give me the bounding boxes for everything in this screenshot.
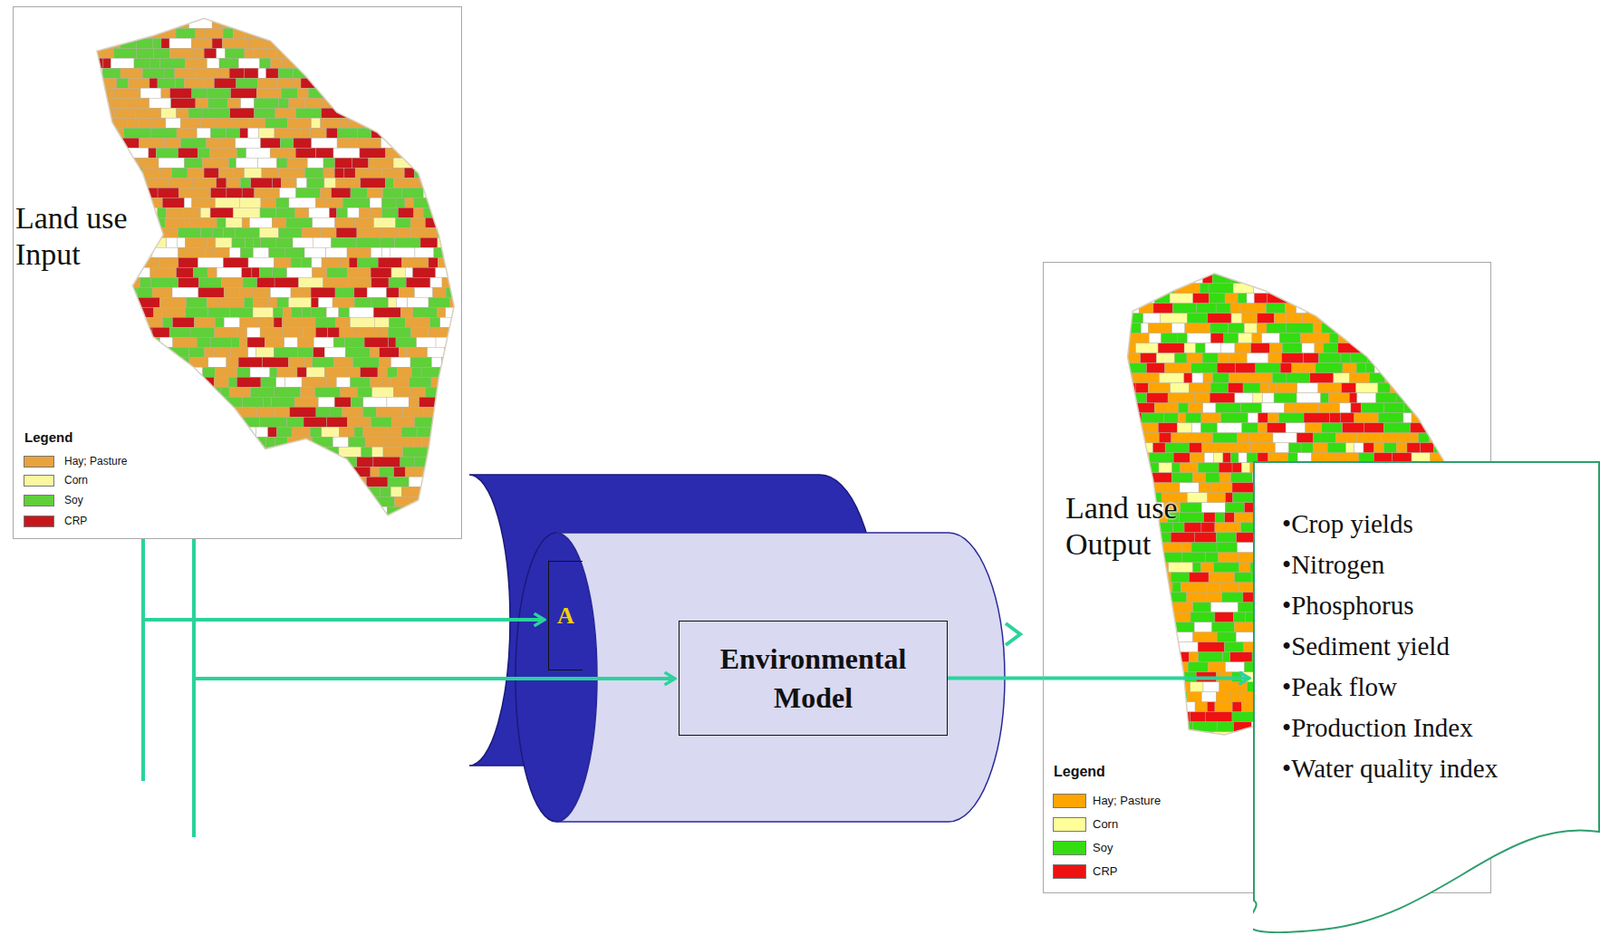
legend-text: Corn <box>1092 817 1119 831</box>
node-label: Land use Output <box>1065 490 1247 563</box>
legend-text: Soy <box>1092 840 1113 855</box>
map-parcels <box>87 18 474 517</box>
flow-arrow <box>143 539 545 620</box>
output-item: •Peak flow <box>1281 666 1600 708</box>
arrow-head <box>1005 623 1021 646</box>
node-label: Environmental Model <box>700 639 927 718</box>
legend-text: Corn <box>64 473 88 487</box>
box-letter: A <box>557 602 575 630</box>
legend-swatch <box>23 515 55 528</box>
output-item: •Nitrogen <box>1281 544 1600 586</box>
legend-swatch <box>23 455 55 468</box>
legend-title: Legend <box>24 429 73 445</box>
legend-swatch <box>1052 840 1087 856</box>
legend-text: Hay; Pasture <box>1092 793 1161 808</box>
flow-arrow <box>193 539 675 679</box>
legend-text: CRP <box>64 514 87 528</box>
flow-arrow <box>947 676 1250 681</box>
output-item: •Production Index <box>1281 707 1600 749</box>
output-item: •Sediment yield <box>1281 626 1600 667</box>
legend-swatch <box>23 494 55 507</box>
output-item: •Crop yields <box>1281 503 1600 545</box>
legend-swatch <box>1052 864 1087 879</box>
model-box: Environmental Model <box>678 620 948 736</box>
input-wire <box>141 619 145 781</box>
output-document: •Crop yields•Nitrogen•Phosphorus•Sedimen… <box>1253 461 1600 934</box>
legend-swatch <box>1052 817 1087 832</box>
legend-swatch <box>23 474 55 487</box>
a-box: A <box>548 560 583 671</box>
input-wire <box>192 678 196 838</box>
legend-title: Legend <box>1053 763 1106 781</box>
legend-swatch <box>1052 793 1087 809</box>
node-label: Land use Input <box>15 200 174 273</box>
output-item: •Water quality index <box>1281 748 1600 790</box>
output-item: •Phosphorus <box>1281 585 1600 627</box>
legend-text: CRP <box>1092 864 1118 878</box>
legend-text: Hay; Pasture <box>64 454 127 468</box>
legend-text: Soy <box>64 493 84 507</box>
map-outline <box>96 18 454 515</box>
